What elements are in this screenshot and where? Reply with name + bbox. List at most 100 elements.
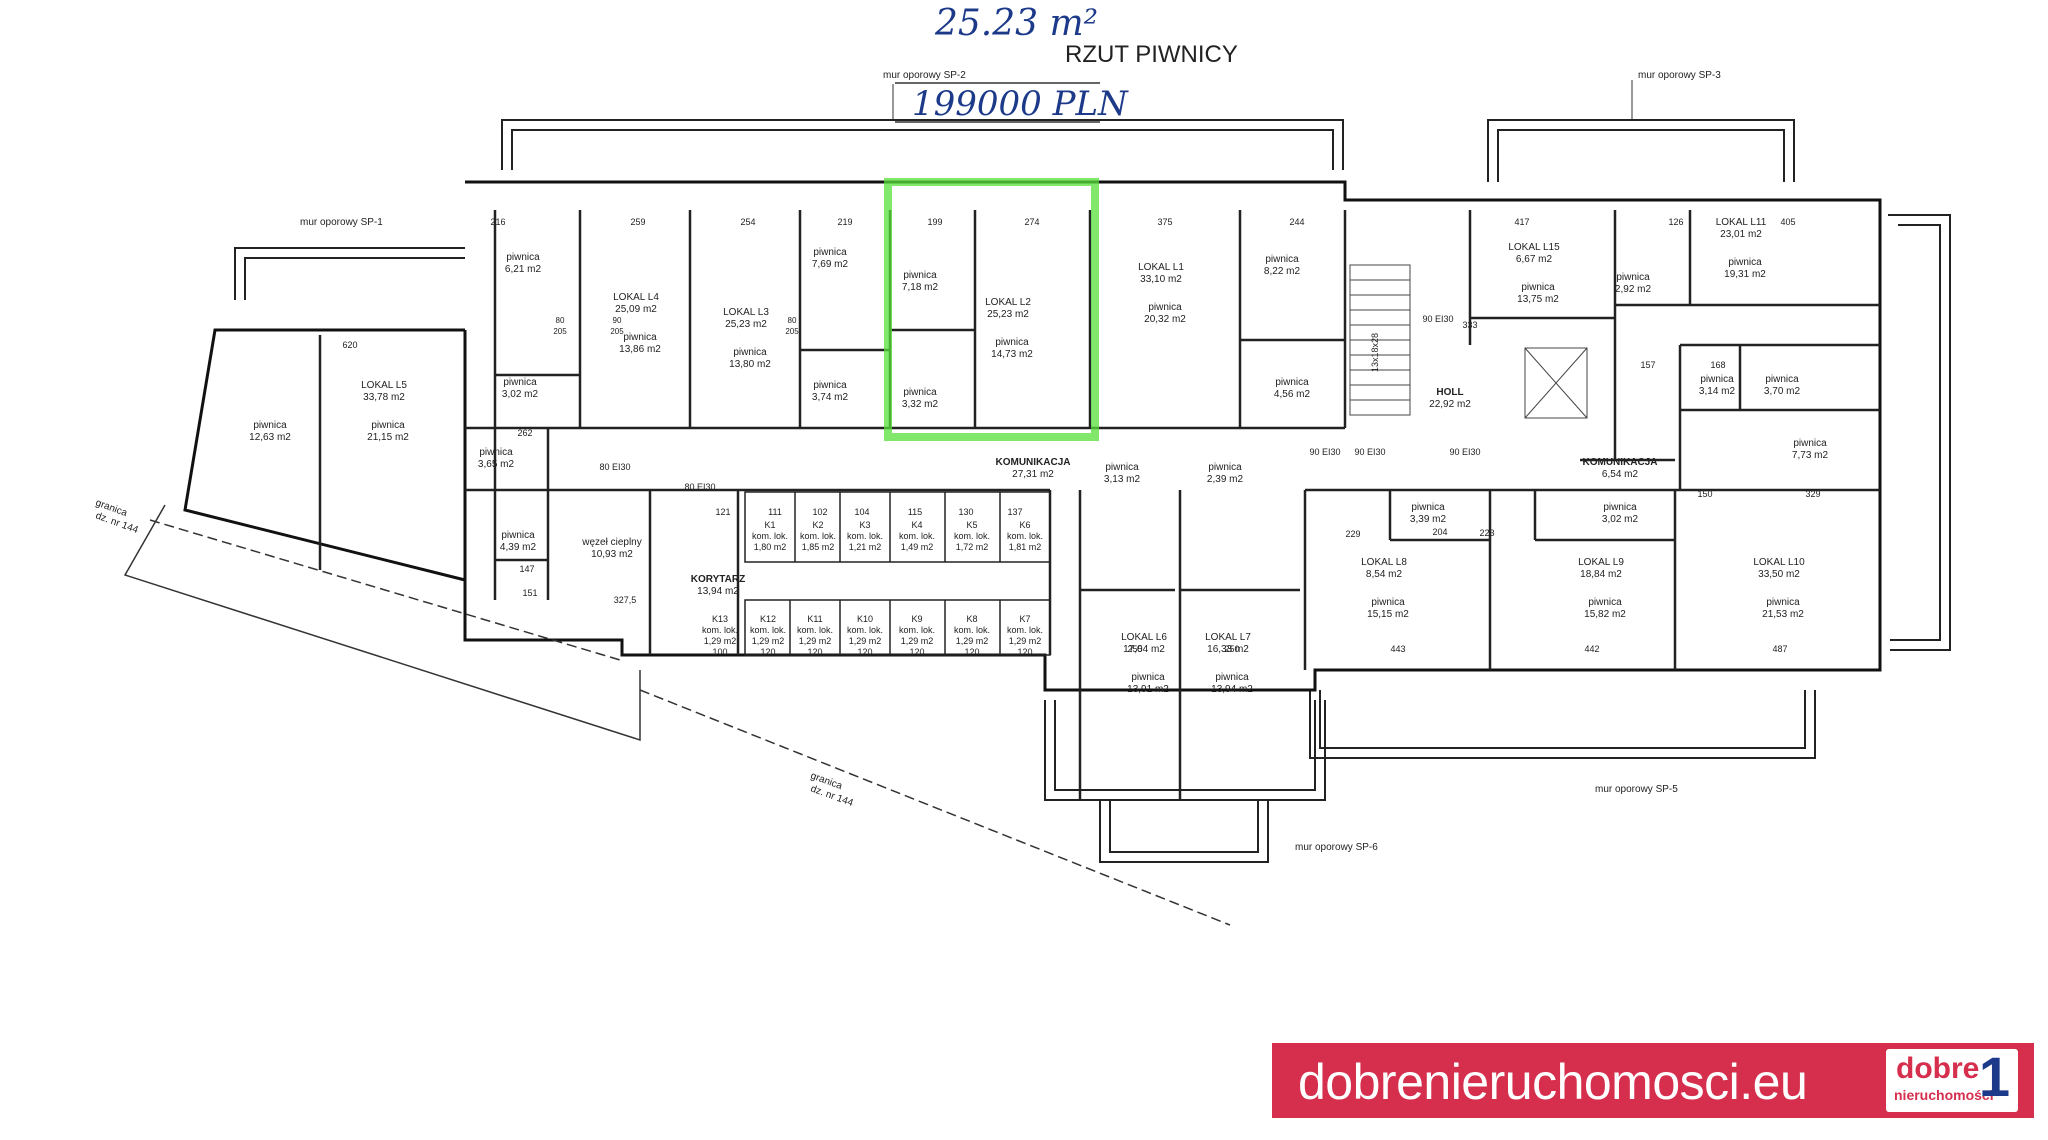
room-name-r1: piwnica xyxy=(506,252,540,263)
door-fire-5: 80 EI30 xyxy=(599,462,630,472)
room-area-r22: 13,91 m2 xyxy=(1127,684,1169,695)
dim-misc-9: 168 xyxy=(1710,360,1725,370)
door-std-5: 205 xyxy=(785,327,799,336)
locker-id-K2: K2 xyxy=(812,520,823,530)
dim-lower-0: 255 xyxy=(1127,644,1142,654)
room-name-r9: piwnica xyxy=(1148,302,1182,313)
unit-area-r27: 23,01 m2 xyxy=(1720,229,1762,240)
dim-locker-bottom-5: 120 xyxy=(964,647,979,657)
room-name-r6: piwnica xyxy=(903,270,937,281)
room-name-r30: piwnica xyxy=(1793,438,1827,449)
unit-area-r22: 17,04 m2 xyxy=(1123,644,1165,655)
dim-locker-top-0: 121 xyxy=(715,507,730,517)
room-area-r14: 3,02 m2 xyxy=(502,389,539,400)
locker-id-K5: K5 xyxy=(966,520,977,530)
room-name-r24: HOLL xyxy=(1436,387,1463,398)
unit-label-r23: LOKAL L7 xyxy=(1205,632,1251,643)
unit-area-r25: 6,67 m2 xyxy=(1516,254,1553,265)
dim-lower-2: 443 xyxy=(1390,644,1405,654)
room-area-r31: 6,54 m2 xyxy=(1602,469,1639,480)
dim-locker-top-5: 130 xyxy=(958,507,973,517)
room-area-r17: 10,93 m2 xyxy=(591,549,633,560)
locker-name-K4: kom. lok. xyxy=(899,531,935,541)
stairs-label: 13x18x28 xyxy=(1370,333,1380,372)
locker-id-K1: K1 xyxy=(764,520,775,530)
room-name-r16: piwnica xyxy=(501,530,535,541)
locker-id-K7: K7 xyxy=(1019,614,1030,624)
door-std-4: 80 xyxy=(788,316,797,325)
area-note: 25.23 m² xyxy=(934,3,1098,44)
locker-area-K3: 1,21 m2 xyxy=(849,542,882,552)
unit-area-r3: 25,23 m2 xyxy=(725,319,767,330)
unit-area-r35: 18,84 m2 xyxy=(1580,569,1622,580)
dim-misc-0: 620 xyxy=(342,340,357,350)
staircase xyxy=(1349,264,1588,419)
room-area-r20: 3,13 m2 xyxy=(1104,474,1141,485)
dim-misc-8: 157 xyxy=(1640,360,1655,370)
room-name-r33: piwnica xyxy=(1603,502,1637,513)
room-area-r10: 8,22 m2 xyxy=(1264,266,1301,277)
unit-label-r34: LOKAL L8 xyxy=(1361,557,1407,568)
unit-area-r2: 25,09 m2 xyxy=(615,304,657,315)
dim-top-0: 216 xyxy=(490,217,505,227)
dim-misc-11: 329 xyxy=(1805,489,1820,499)
room-area-r32: 3,39 m2 xyxy=(1410,514,1447,525)
locker-id-K9: K9 xyxy=(911,614,922,624)
locker-area-K12: 1,29 m2 xyxy=(752,636,785,646)
locker-id-K3: K3 xyxy=(859,520,870,530)
room-area-r9: 20,32 m2 xyxy=(1144,314,1186,325)
room-area-r27: 19,31 m2 xyxy=(1724,269,1766,280)
locker-name-K11: kom. lok. xyxy=(797,625,833,635)
locker-name-K2: kom. lok. xyxy=(800,531,836,541)
room-area-r23: 13,94 m2 xyxy=(1211,684,1253,695)
room-area-r36: 21,53 m2 xyxy=(1762,609,1804,620)
room-area-r8: 3,32 m2 xyxy=(902,399,939,410)
room-name-r5: piwnica xyxy=(813,380,847,391)
locker-grid xyxy=(744,491,1051,656)
plan-title: RZUT PIWNICY xyxy=(1065,41,1238,68)
locker-area-K5: 1,72 m2 xyxy=(956,542,989,552)
outer-walls xyxy=(234,119,1951,863)
logo-top-text: dobre xyxy=(1896,1052,1980,1085)
locker-name-K1: kom. lok. xyxy=(752,531,788,541)
dim-misc-10: 150 xyxy=(1697,489,1712,499)
room-name-r17: węzeł cieplny xyxy=(581,537,641,548)
room-area-r11: 4,56 m2 xyxy=(1274,389,1311,400)
room-name-r3: piwnica xyxy=(733,347,767,358)
dim-locker-bottom-4: 120 xyxy=(909,647,924,657)
room-name-r7: piwnica xyxy=(995,337,1029,348)
room-name-r32: piwnica xyxy=(1411,502,1445,513)
room-name-r10: piwnica xyxy=(1265,254,1299,265)
logo-mark: 1 xyxy=(1978,1045,2010,1108)
room-name-r27: piwnica xyxy=(1728,257,1762,268)
door-std-2: 90 xyxy=(613,316,622,325)
room-name-r26: piwnica xyxy=(1616,272,1650,283)
room-name-r31: KOMUNIKACJA xyxy=(1583,457,1658,468)
room-name-r36: piwnica xyxy=(1766,597,1800,608)
room-name-r22: piwnica xyxy=(1131,672,1165,683)
brand-banner[interactable]: dobrenieruchomosci.eu dobre nieruchomośc… xyxy=(1272,1043,2034,1118)
unit-label-r9: LOKAL L1 xyxy=(1138,262,1184,273)
locker-area-K1: 1,80 m2 xyxy=(754,542,787,552)
retaining-wall-sp3-label: mur oporowy SP-3 xyxy=(1638,70,1721,81)
retaining-wall-sp5-label: mur oporowy SP-5 xyxy=(1595,784,1678,795)
locker-area-K10: 1,29 m2 xyxy=(849,636,882,646)
room-name-r19: KOMUNIKACJA xyxy=(996,457,1071,468)
dim-misc-3: 147 xyxy=(519,564,534,574)
unit-area-r7: 25,23 m2 xyxy=(987,309,1029,320)
locker-area-K4: 1,49 m2 xyxy=(901,542,934,552)
locker-area-K11: 1,29 m2 xyxy=(799,636,832,646)
dim-misc-1: 262 xyxy=(517,428,532,438)
unit-area-r13: 33,78 m2 xyxy=(363,392,405,403)
dim-lower-4: 487 xyxy=(1772,644,1787,654)
dim-top-9: 126 xyxy=(1668,217,1683,227)
brand-logo: dobre nieruchomości 1 xyxy=(1886,1049,2018,1112)
unit-label-r13: LOKAL L5 xyxy=(361,380,407,391)
dim-top-7: 244 xyxy=(1289,217,1304,227)
brand-url[interactable]: dobrenieruchomosci.eu xyxy=(1298,1054,1808,1110)
dim-top-6: 375 xyxy=(1157,217,1172,227)
dim-top-1: 259 xyxy=(630,217,645,227)
dim-top-8: 417 xyxy=(1514,217,1529,227)
